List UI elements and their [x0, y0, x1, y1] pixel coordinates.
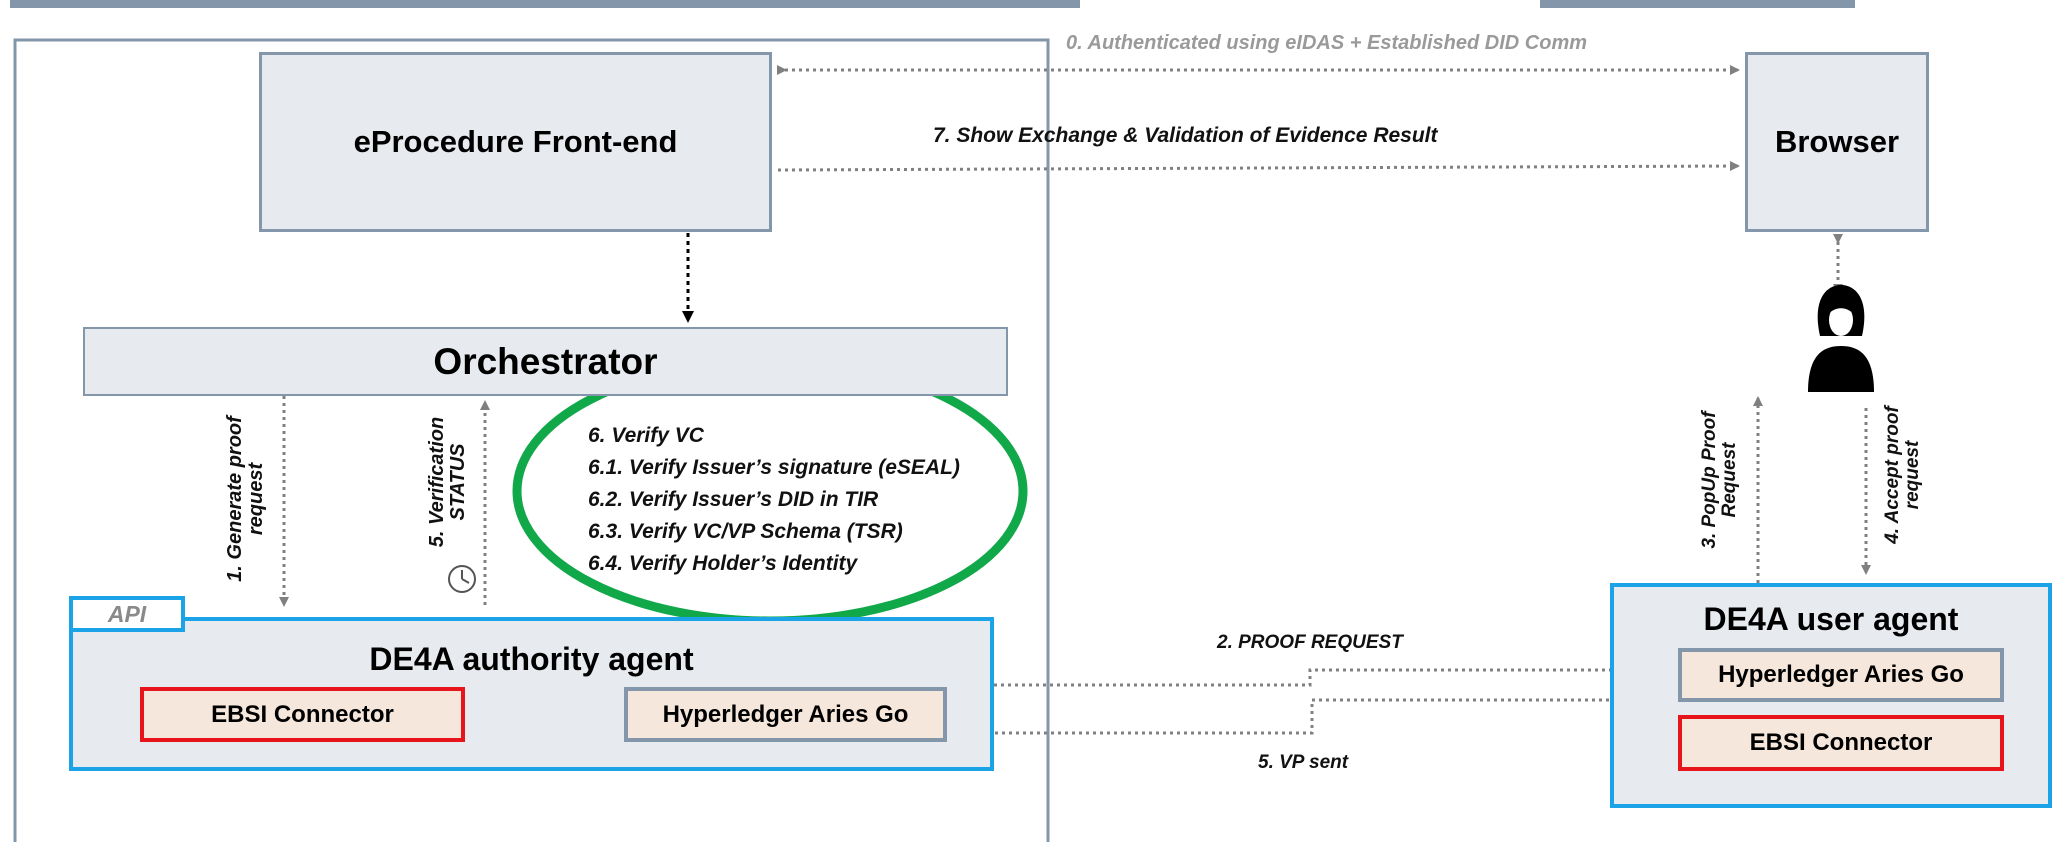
verification-steps-list: 6. Verify VC 6.1. Verify Issuer’s signat… — [588, 420, 960, 580]
user-agent-label: DE4A user agent — [1703, 601, 1959, 637]
browser-label: Browser — [1774, 124, 1900, 159]
edge-0-label: 0. Authenticated using eIDAS + Establish… — [1066, 32, 1588, 54]
edge-5-label: 5. VP sent — [1258, 752, 1349, 773]
edge-2-line — [945, 665, 1674, 687]
user-ebsi-label: EBSI Connector — [1749, 729, 1933, 756]
edge-3-label: 3. PopUp Proof Request — [1699, 411, 1740, 549]
authority-ebsi-label: EBSI Connector — [211, 700, 394, 728]
left-domain-frame — [13, 38, 1050, 842]
authority-aries-label: Hyperledger Aries Go — [662, 700, 909, 728]
verification-step: 6.4. Verify Holder’s Identity — [588, 552, 858, 575]
verification-step: 6.1. Verify Issuer’s signature (eSEAL) — [588, 456, 960, 479]
orchestrator-label: Orchestrator — [433, 340, 658, 382]
user-aries-box: Hyperledger Aries Go — [1678, 648, 2004, 702]
front-end-label: eProcedure Front-end — [353, 124, 678, 159]
top-bar-left — [10, 0, 1080, 8]
edge-5v-label: 5. Verification STATUS — [426, 416, 469, 548]
api-label: API — [107, 600, 147, 627]
edge-2-label: 2. PROOF REQUEST — [1217, 632, 1403, 653]
clock-icon — [448, 565, 476, 593]
orchestrator-box: Orchestrator — [83, 327, 1008, 396]
verification-step: 6.3. Verify VC/VP Schema (TSR) — [588, 520, 903, 543]
edge-7-line — [777, 161, 1740, 172]
verification-step: 6.2. Verify Issuer’s DID in TIR — [588, 488, 879, 511]
edge-1-label: 1. Generate proof request — [224, 416, 267, 582]
front-end-box: eProcedure Front-end — [259, 52, 772, 232]
user-ebsi-box: EBSI Connector — [1678, 715, 2004, 771]
person-icon — [1808, 285, 1874, 392]
user-aries-label: Hyperledger Aries Go — [1718, 661, 1964, 688]
top-bar-right — [1540, 0, 1855, 8]
verification-step: 6. Verify VC — [588, 424, 704, 447]
edge-7-label: 7. Show Exchange & Validation of Evidenc… — [933, 124, 1438, 147]
api-tab: API — [69, 596, 185, 632]
authority-ebsi-box: EBSI Connector — [140, 687, 465, 742]
authority-aries-box: Hyperledger Aries Go — [624, 687, 947, 742]
edge-5-line — [953, 698, 1672, 738]
browser-box: Browser — [1745, 52, 1929, 232]
edge-4-label: 4. Accept proof request — [1882, 406, 1923, 544]
authority-agent-label: DE4A authority agent — [369, 641, 694, 677]
